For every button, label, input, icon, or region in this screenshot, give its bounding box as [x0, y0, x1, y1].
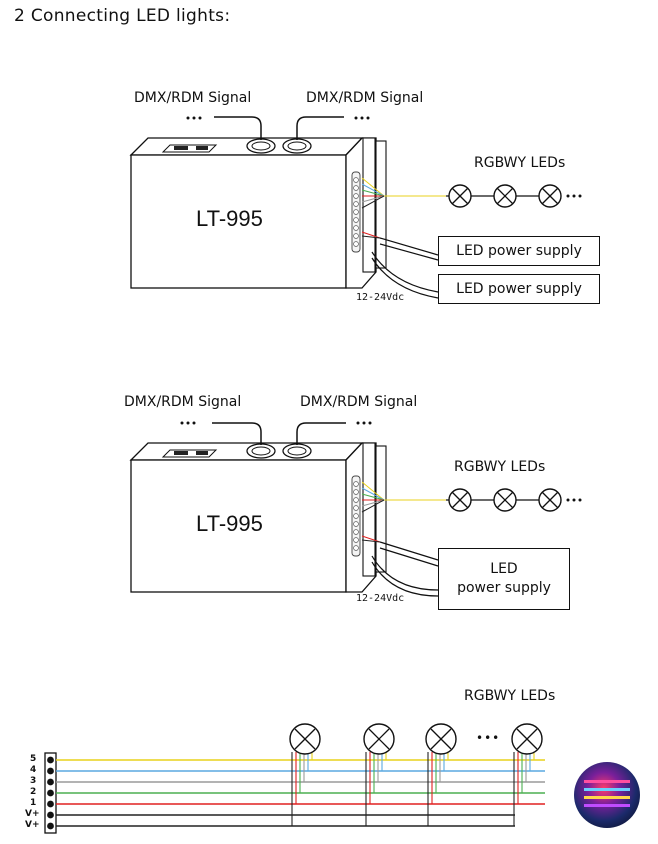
led-lamp-icon	[448, 488, 472, 512]
pin-label-1: 1	[30, 798, 37, 808]
led-lamp-icon	[493, 488, 517, 512]
led-lamp-icon	[289, 723, 321, 755]
d2-psu-label-line2: power supply	[457, 580, 551, 596]
d2-voltage-label: 12-24Vdc	[356, 593, 405, 604]
diagram1-led-string	[446, 184, 582, 208]
d1-voltage-label: 12-24Vdc	[356, 292, 405, 303]
pin-label-3: 3	[30, 776, 37, 786]
led-lamp-icon	[538, 488, 562, 512]
pin-label-2: 2	[30, 787, 37, 797]
d1-model-label: LT-995	[196, 206, 263, 231]
d1-psu-label-2: LED power supply	[456, 280, 582, 297]
diagram2-controller	[129, 442, 387, 593]
d2-model-label: LT-995	[196, 511, 263, 536]
led-lamp-icon	[493, 184, 517, 208]
d1-psu-label-1: LED power supply	[456, 242, 582, 259]
diagram3-lamps	[289, 723, 543, 755]
d1-psu-box-2: LED power supply	[438, 274, 600, 304]
d2-leds-label: RGBWY LEDs	[454, 459, 546, 475]
d2-psu-label-line1: LED	[490, 561, 518, 577]
pin-label-vplus-2: V+	[25, 820, 40, 830]
d2-signal-in-label: DMX/RDM Signal	[124, 394, 242, 410]
d3-ellipsis: •••	[476, 731, 501, 745]
led-lamp-icon	[425, 723, 457, 755]
d1-signal-in-label: DMX/RDM Signal	[134, 90, 252, 106]
diagram3-terminal-block	[44, 752, 57, 834]
led-lamp-icon	[448, 184, 472, 208]
pin-label-5: 5	[30, 754, 37, 764]
diagram1-controller	[129, 137, 387, 289]
led-lamp-icon	[538, 184, 562, 208]
d2-psu-box: LED power supply	[438, 548, 570, 610]
led-lamp-icon	[363, 723, 395, 755]
pin-label-vplus-1: V+	[25, 809, 40, 819]
diagram2-led-string	[446, 488, 582, 512]
page-heading: 2 Connecting LED lights:	[14, 6, 231, 26]
d1-leds-label: RGBWY LEDs	[474, 155, 566, 171]
d1-psu-box-1: LED power supply	[438, 236, 600, 266]
brand-badge-icon	[574, 762, 640, 828]
d3-leds-label: RGBWY LEDs	[464, 688, 556, 704]
pin-label-4: 4	[30, 765, 37, 775]
d2-signal-out-label: DMX/RDM Signal	[300, 394, 418, 410]
diagram3-bus-wires	[56, 759, 545, 827]
d1-signal-out-label: DMX/RDM Signal	[306, 90, 424, 106]
led-lamp-icon	[511, 723, 543, 755]
